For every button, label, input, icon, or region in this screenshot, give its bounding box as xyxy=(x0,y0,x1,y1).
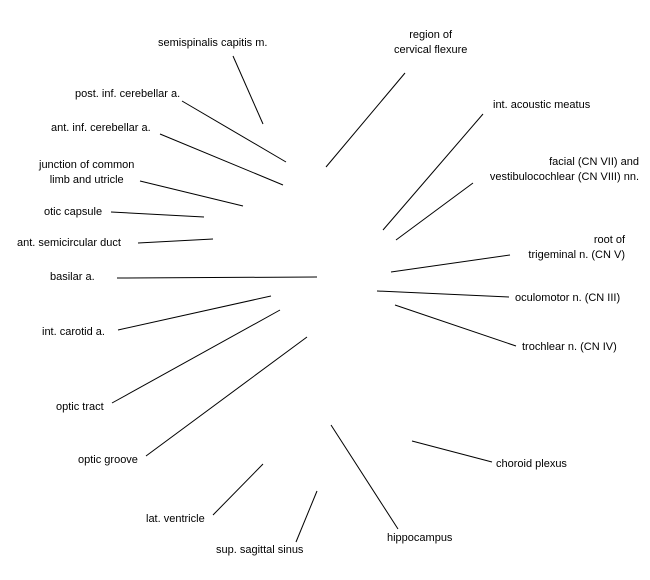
label-optic-tract: optic tract xyxy=(56,401,104,413)
label-facial-vestibulocochlear: facial (CN VII) and vestibulocochlear (C… xyxy=(489,156,639,183)
leader-line-int-carotid xyxy=(117,295,272,331)
label-ant-inf-cerebellar: ant. inf. cerebellar a. xyxy=(51,122,151,134)
leader-line-optic-groove xyxy=(145,336,308,457)
leader-line-int-acoustic-meatus xyxy=(382,113,484,231)
label-hippocampus: hippocampus xyxy=(387,532,453,544)
label-choroid-plexus: choroid plexus xyxy=(496,458,567,470)
label-int-acoustic-meatus: int. acoustic meatus xyxy=(493,99,591,111)
label-root-trigeminal: root of trigeminal n. (CN V) xyxy=(528,234,625,261)
label-junction-common-limb: junction of common limb and utricle xyxy=(39,159,135,186)
label-basilar: basilar a. xyxy=(50,271,95,283)
label-optic-groove: optic groove xyxy=(78,454,138,466)
leader-line-oculomotor xyxy=(376,290,510,298)
label-semispinalis-capitis: semispinalis capitis m. xyxy=(158,37,268,49)
leader-line-trochlear xyxy=(394,304,517,347)
leader-line-facial-vestibulocochlear xyxy=(395,182,474,241)
label-lat-ventricle: lat. ventricle xyxy=(146,513,205,525)
label-otic-capsule: otic capsule xyxy=(44,206,103,218)
leader-line-semispinalis-capitis xyxy=(232,55,264,125)
label-sup-sagittal-sinus: sup. sagittal sinus xyxy=(216,544,304,556)
leader-line-root-trigeminal xyxy=(390,254,511,273)
label-post-inf-cerebellar: post. inf. cerebellar a. xyxy=(75,88,181,100)
label-ant-semicircular-duct: ant. semicircular duct xyxy=(17,237,121,249)
leader-line-hippocampus xyxy=(330,424,399,530)
leader-line-otic-capsule xyxy=(110,211,205,218)
label-oculomotor: oculomotor n. (CN III) xyxy=(515,292,621,304)
leader-line-lat-ventricle xyxy=(212,463,264,516)
label-region-cervical-flexure: region of cervical flexure xyxy=(394,29,468,56)
leader-line-region-cervical-flexure xyxy=(325,72,406,168)
label-trochlear: trochlear n. (CN IV) xyxy=(522,341,617,353)
leader-line-ant-semicircular-duct xyxy=(137,238,214,244)
leader-line-sup-sagittal-sinus xyxy=(295,490,318,543)
leader-line-junction-common-limb xyxy=(139,180,244,207)
leader-line-ant-inf-cerebellar xyxy=(159,133,284,186)
leader-line-basilar xyxy=(116,276,318,279)
leader-line-post-inf-cerebellar xyxy=(181,100,287,163)
leader-line-choroid-plexus xyxy=(411,440,493,463)
label-int-carotid: int. carotid a. xyxy=(42,326,105,338)
leader-line-optic-tract xyxy=(111,309,281,404)
